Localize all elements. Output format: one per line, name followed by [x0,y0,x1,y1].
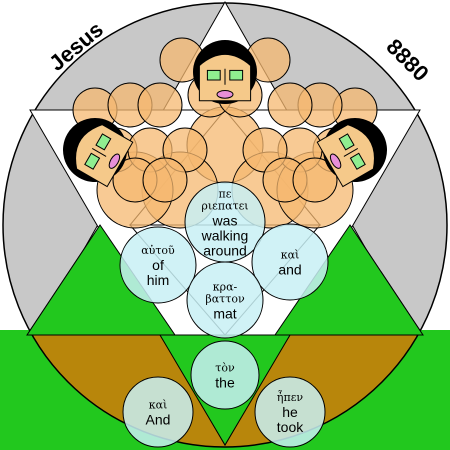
english-text: and [278,262,301,278]
face-icon-top [193,40,257,104]
greek-text: ριεπατει [201,200,248,213]
word-circle [190,340,260,410]
mouth [329,153,342,169]
face-icon-left [63,118,134,188]
greek-text: ἦπεν [277,389,304,404]
mouth [108,153,121,169]
right-eye [95,133,112,151]
left-eye [84,152,101,170]
nose [91,147,107,157]
greek-text: καὶ [281,249,300,262]
english-text: mat [213,306,236,322]
english-text: around [203,243,247,259]
right-eye [229,69,244,81]
mouth [216,90,234,99]
faces [63,40,387,188]
left-eye [338,133,355,151]
word-circle [186,261,264,339]
english-text: And [146,412,171,428]
english-text: him [147,272,170,288]
greek-text: τὸν [215,362,235,375]
word-circle [251,223,329,301]
petal-small-circle [267,82,313,128]
english-text: walking [201,228,249,244]
word-circle [122,376,194,448]
word-circle [254,376,326,448]
nose [343,147,359,157]
face-icon-right [316,118,387,188]
greek-text: κρα- [213,281,238,294]
word-circle [119,226,197,304]
left-eye [206,69,221,81]
english-text: took [277,419,304,435]
english-text: the [215,375,235,391]
english-text: he [282,404,298,420]
petal-small-circle [137,82,183,128]
right-eye [349,152,366,170]
greek-text: αὐτοῦ [141,244,175,257]
petal-small-circle [292,157,338,203]
english-text: was [212,213,238,229]
greek-text: πε [219,188,232,201]
greek-text: βαττον [205,293,245,306]
word-circles: περιεπατειwaswalkingaroundαὐτοῦofhimκαὶa… [119,181,329,448]
english-text: of [152,257,164,273]
petal-small-circle [142,157,188,203]
greek-text: καὶ [149,399,168,412]
